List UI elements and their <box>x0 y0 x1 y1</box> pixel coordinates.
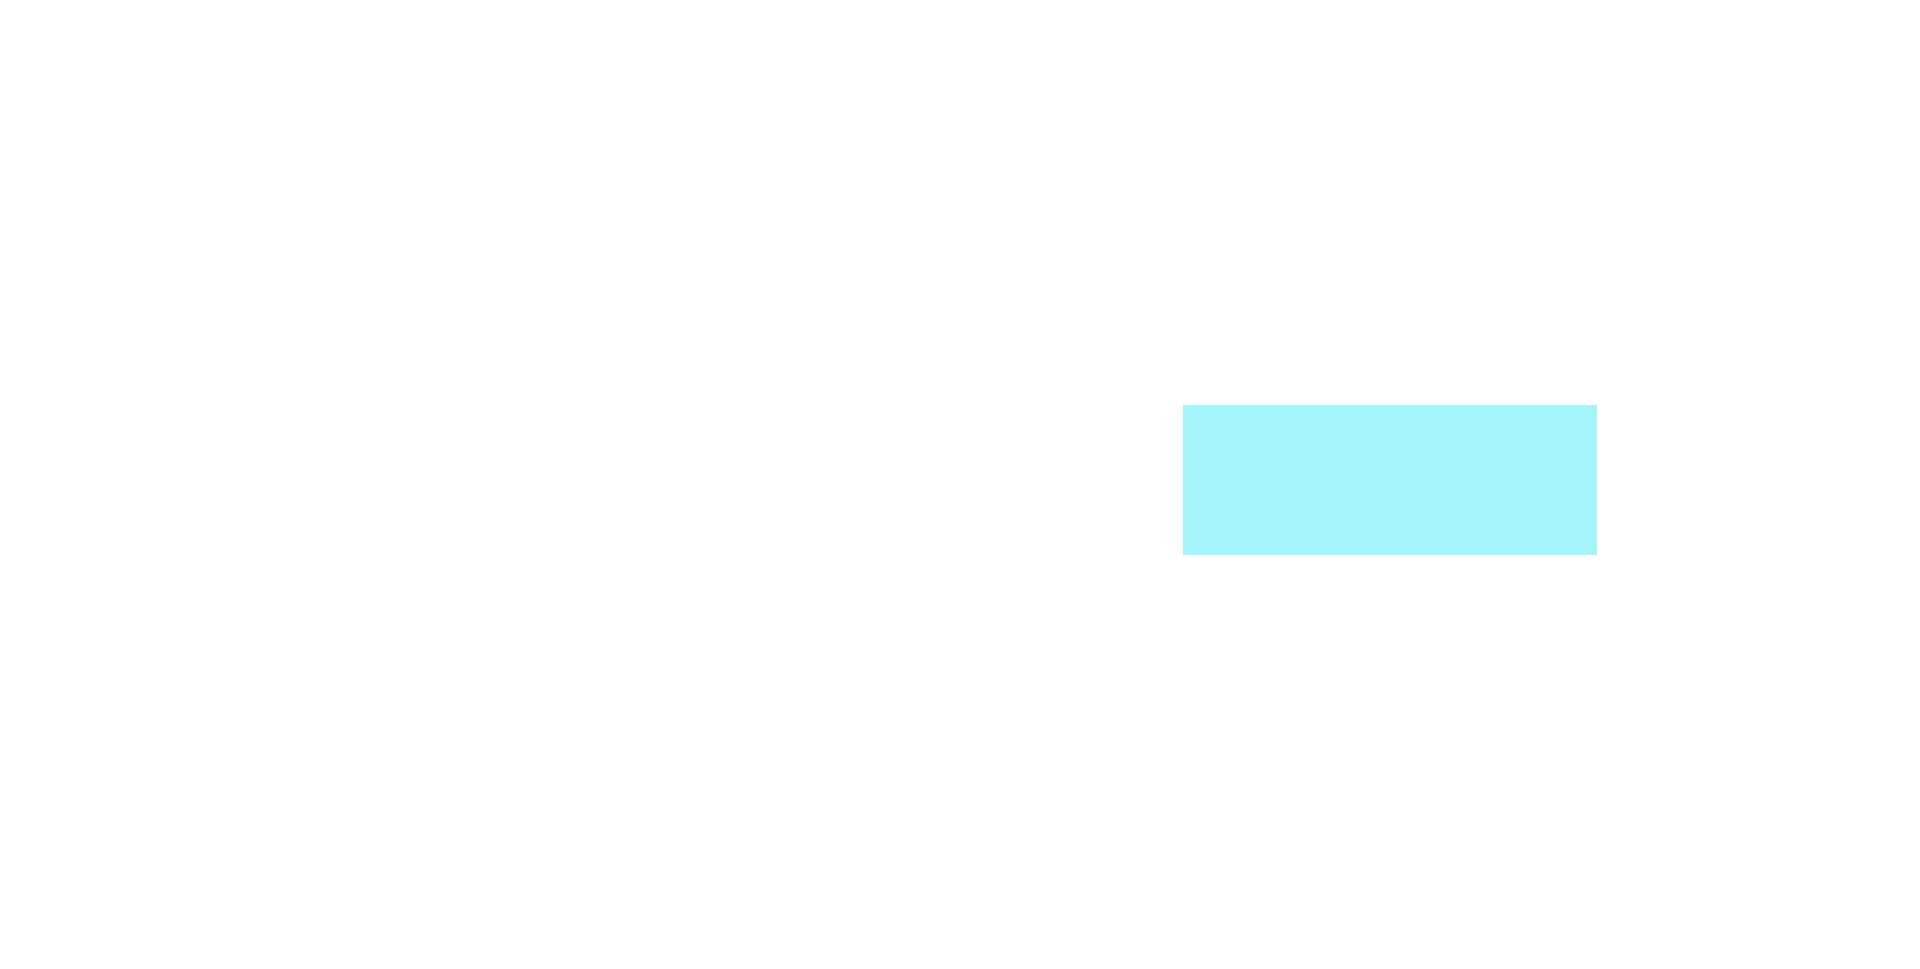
highlight-rectangle <box>1183 405 1597 555</box>
